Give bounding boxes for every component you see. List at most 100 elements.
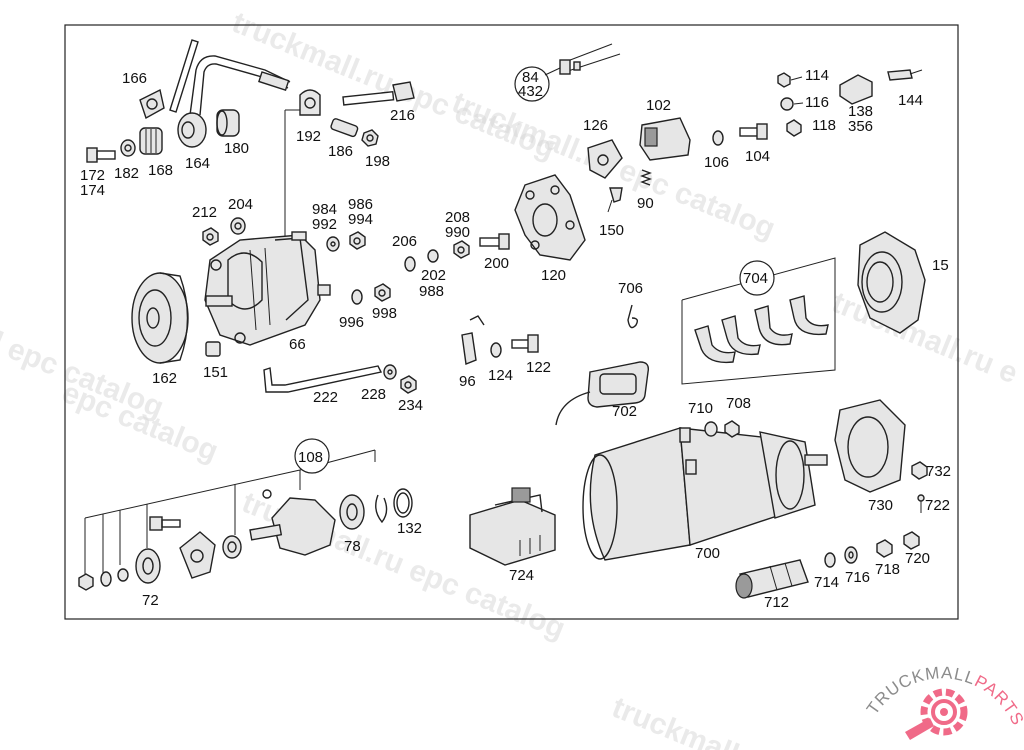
label-216: 216 [390, 107, 415, 124]
housing-15 [857, 231, 926, 334]
bolt-104 [739, 123, 768, 140]
label-204: 204 [228, 196, 253, 213]
nut-732 [911, 461, 928, 480]
label-138: 138 [848, 103, 873, 120]
washer-714 [824, 552, 836, 568]
nut-118 [786, 119, 802, 137]
label-106: 106 [704, 154, 729, 171]
label-122: 122 [526, 359, 551, 376]
label-718: 718 [875, 561, 900, 578]
regulator-102 [639, 117, 691, 161]
label-228: 228 [361, 386, 386, 403]
spring-706 [627, 304, 639, 329]
label-15: 15 [932, 257, 949, 274]
nut-198 [361, 129, 379, 147]
label-118: 118 [812, 117, 836, 134]
callout-108 [294, 438, 330, 474]
spring-90 [640, 169, 652, 186]
label-998: 998 [372, 305, 397, 322]
nut-208 [453, 240, 470, 259]
label-222: 222 [313, 389, 338, 406]
end-plate-730 [834, 399, 906, 493]
washer-124 [490, 342, 502, 358]
cap-720 [903, 531, 920, 550]
label-84: 84 [522, 69, 539, 86]
washer-716 [844, 546, 858, 564]
bracket-rod-166 [139, 39, 199, 120]
washer-202 [427, 249, 439, 263]
washer-182 [120, 139, 136, 157]
brush-150 [607, 187, 623, 213]
washer-204 [230, 217, 246, 235]
nut-708 [724, 420, 740, 438]
link-222 [263, 365, 383, 393]
terminal-144 [887, 69, 923, 81]
logo-text: TRUCKMALLPARTS [863, 663, 1024, 729]
label-702: 702 [612, 403, 637, 420]
label-432: 432 [518, 83, 543, 100]
label-712: 712 [764, 594, 789, 611]
washer-984 [326, 236, 340, 252]
sleeve-180 [216, 109, 240, 137]
label-180: 180 [224, 140, 249, 157]
label-116: 116 [805, 94, 829, 111]
watermark-text: truckmall.ru [607, 691, 779, 750]
bracket-arm [189, 55, 291, 116]
label-208: 208 [445, 209, 470, 226]
truckmall-logo: TRUCKMALLPARTS [863, 663, 1024, 740]
label-90: 90 [637, 195, 654, 212]
label-206: 206 [392, 233, 417, 250]
bearing-78 [339, 494, 365, 530]
brush-holder-126 [587, 139, 623, 179]
nut-212 [202, 227, 219, 246]
callout-704 [739, 260, 775, 296]
bushing-168 [139, 127, 163, 155]
nut-72a [78, 573, 94, 591]
label-722: 722 [925, 497, 950, 514]
circlip-108 [375, 494, 388, 524]
callout-lines-108 [84, 449, 376, 578]
label-730: 730 [868, 497, 893, 514]
washer-228 [383, 364, 397, 380]
bolt-172 [86, 147, 116, 163]
diagram-frame [64, 24, 959, 620]
label-174: 174 [80, 182, 105, 199]
label-166: 166 [122, 70, 147, 87]
label-706: 706 [618, 280, 643, 297]
label-234: 234 [398, 397, 423, 414]
label-162: 162 [152, 370, 177, 387]
label-198: 198 [365, 153, 390, 170]
label-200: 200 [484, 255, 509, 272]
label-708: 708 [726, 395, 751, 412]
label-984: 984 [312, 201, 337, 218]
wire-harness-84 [559, 43, 621, 75]
pinion-712 [735, 559, 809, 599]
label-182: 182 [114, 165, 139, 182]
label-132: 132 [397, 520, 422, 537]
nut-114 [777, 72, 791, 88]
rectifier-120 [514, 174, 586, 261]
label-212: 212 [192, 204, 217, 221]
part-labels: 166 164 180 168 182 172 174 192 186 198 … [80, 67, 951, 611]
bolt-200 [479, 233, 510, 250]
brush-set-704 [681, 257, 836, 385]
label-78: 78 [344, 538, 361, 555]
starter-700 [582, 427, 828, 561]
pulley-162 [131, 272, 189, 364]
label-150: 150 [599, 222, 624, 239]
label-724: 724 [509, 567, 534, 584]
clip-96 [461, 315, 485, 365]
washer-710 [704, 421, 718, 437]
washer-206 [404, 256, 416, 272]
label-704: 704 [743, 270, 768, 287]
bearing-72 [135, 548, 161, 584]
label-66: 66 [289, 336, 306, 353]
gear-icon [905, 688, 968, 740]
label-990: 990 [445, 224, 470, 241]
label-700: 700 [695, 545, 720, 562]
label-168: 168 [148, 162, 173, 179]
alternator-66 [204, 231, 331, 346]
cap-138 [839, 74, 873, 105]
label-202: 202 [421, 267, 446, 284]
seal-702 [555, 361, 650, 426]
